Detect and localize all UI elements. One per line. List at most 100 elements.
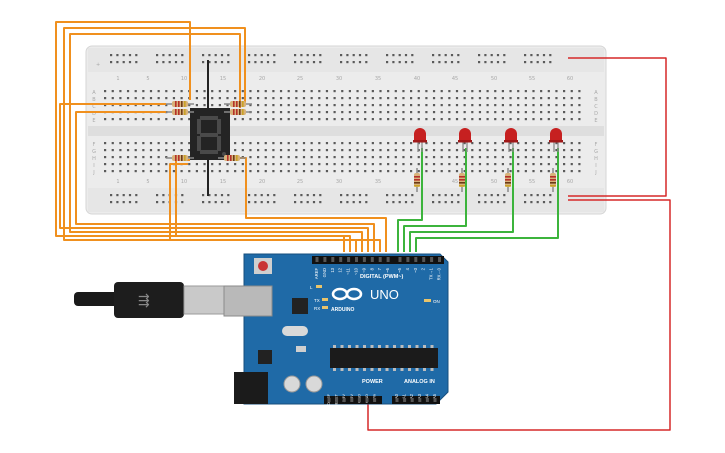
- breadboard-hole[interactable]: [295, 97, 298, 100]
- rail-hole[interactable]: [116, 201, 119, 204]
- breadboard-hole[interactable]: [532, 149, 535, 152]
- breadboard-hole[interactable]: [540, 156, 543, 159]
- rail-hole[interactable]: [208, 61, 211, 64]
- breadboard-hole[interactable]: [486, 104, 489, 107]
- breadboard-hole[interactable]: [188, 163, 191, 166]
- rail-hole[interactable]: [266, 61, 270, 64]
- breadboard-hole[interactable]: [188, 142, 191, 145]
- rail-hole[interactable]: [444, 61, 447, 64]
- breadboard-hole[interactable]: [570, 149, 573, 152]
- breadboard-hole[interactable]: [578, 142, 581, 145]
- digital-pin[interactable]: [355, 257, 358, 262]
- breadboard-hole[interactable]: [448, 142, 451, 145]
- breadboard-hole[interactable]: [417, 118, 420, 121]
- breadboard-hole[interactable]: [318, 163, 321, 166]
- rail-hole[interactable]: [536, 194, 539, 197]
- breadboard-hole[interactable]: [234, 170, 237, 173]
- breadboard-hole[interactable]: [126, 170, 130, 173]
- breadboard-hole[interactable]: [234, 142, 237, 145]
- wire-green-4[interactable]: [415, 148, 559, 252]
- analog-pin[interactable]: [395, 398, 399, 402]
- rail-hole[interactable]: [530, 194, 533, 197]
- breadboard-hole[interactable]: [410, 104, 413, 107]
- rail-hole[interactable]: [524, 201, 527, 204]
- breadboard-hole[interactable]: [425, 104, 428, 107]
- breadboard-hole[interactable]: [325, 111, 329, 114]
- digital-pin[interactable]: [370, 257, 374, 262]
- breadboard-hole[interactable]: [364, 90, 367, 93]
- breadboard-hole[interactable]: [379, 149, 382, 152]
- breadboard-hole[interactable]: [394, 97, 397, 100]
- digital-pin[interactable]: [331, 257, 335, 262]
- breadboard-hole[interactable]: [555, 90, 558, 93]
- breadboard-hole[interactable]: [333, 149, 336, 152]
- breadboard-hole[interactable]: [333, 156, 336, 159]
- rail-hole[interactable]: [208, 201, 211, 204]
- breadboard-hole[interactable]: [165, 97, 168, 100]
- breadboard-hole[interactable]: [440, 118, 443, 121]
- breadboard-hole[interactable]: [570, 163, 573, 166]
- breadboard-hole[interactable]: [463, 97, 466, 100]
- breadboard-hole[interactable]: [364, 156, 367, 159]
- breadboard-hole[interactable]: [371, 142, 374, 145]
- rail-hole[interactable]: [444, 54, 447, 57]
- breadboard-hole[interactable]: [517, 142, 520, 145]
- rail-hole[interactable]: [294, 61, 297, 64]
- breadboard-hole[interactable]: [302, 163, 306, 166]
- breadboard-hole[interactable]: [203, 90, 206, 93]
- breadboard-hole[interactable]: [119, 142, 122, 145]
- breadboard-hole[interactable]: [540, 97, 543, 100]
- breadboard-hole[interactable]: [333, 97, 336, 100]
- breadboard-hole[interactable]: [509, 163, 512, 166]
- rail-hole[interactable]: [273, 61, 276, 64]
- breadboard-hole[interactable]: [402, 170, 405, 173]
- breadboard-hole[interactable]: [432, 156, 436, 159]
- rail-hole[interactable]: [135, 194, 138, 197]
- breadboard-hole[interactable]: [364, 163, 367, 166]
- breadboard-hole[interactable]: [111, 156, 114, 159]
- breadboard-hole[interactable]: [188, 118, 191, 121]
- breadboard-hole[interactable]: [287, 149, 290, 152]
- rail-hole[interactable]: [214, 201, 217, 204]
- rail-hole[interactable]: [411, 201, 414, 204]
- breadboard-hole[interactable]: [547, 156, 550, 159]
- rail-hole[interactable]: [135, 201, 138, 204]
- breadboard-hole[interactable]: [356, 90, 359, 93]
- breadboard-hole[interactable]: [104, 149, 107, 152]
- breadboard-hole[interactable]: [379, 104, 382, 107]
- breadboard-hole[interactable]: [440, 104, 443, 107]
- rail-hole[interactable]: [266, 194, 270, 197]
- breadboard-hole[interactable]: [486, 163, 489, 166]
- breadboard-hole[interactable]: [379, 156, 382, 159]
- breadboard-hole[interactable]: [104, 170, 107, 173]
- rail-hole[interactable]: [392, 54, 395, 57]
- breadboard-hole[interactable]: [257, 163, 260, 166]
- breadboard-hole[interactable]: [234, 149, 237, 152]
- rail-hole[interactable]: [398, 194, 401, 197]
- breadboard-hole[interactable]: [517, 97, 520, 100]
- breadboard-hole[interactable]: [325, 90, 329, 93]
- breadboard-hole[interactable]: [501, 111, 504, 114]
- breadboard-hole[interactable]: [257, 149, 260, 152]
- breadboard-hole[interactable]: [555, 104, 558, 107]
- breadboard-hole[interactable]: [471, 149, 474, 152]
- breadboard-hole[interactable]: [218, 97, 221, 100]
- breadboard-hole[interactable]: [394, 156, 397, 159]
- power-pin[interactable]: [342, 398, 346, 402]
- breadboard-hole[interactable]: [165, 156, 168, 159]
- breadboard-hole[interactable]: [325, 118, 329, 121]
- rail-hole[interactable]: [432, 201, 435, 204]
- breadboard-hole[interactable]: [563, 142, 566, 145]
- breadboard-hole[interactable]: [478, 104, 482, 107]
- breadboard-hole[interactable]: [119, 149, 122, 152]
- breadboard-hole[interactable]: [471, 156, 474, 159]
- wire-red-power[interactable]: [367, 199, 671, 431]
- reset-button[interactable]: [258, 261, 268, 271]
- rail-hole[interactable]: [411, 54, 414, 57]
- breadboard-hole[interactable]: [532, 104, 535, 107]
- breadboard-hole[interactable]: [341, 149, 344, 152]
- rail-hole[interactable]: [352, 194, 355, 197]
- breadboard-hole[interactable]: [302, 156, 306, 159]
- breadboard-hole[interactable]: [417, 149, 420, 152]
- breadboard-hole[interactable]: [432, 142, 436, 145]
